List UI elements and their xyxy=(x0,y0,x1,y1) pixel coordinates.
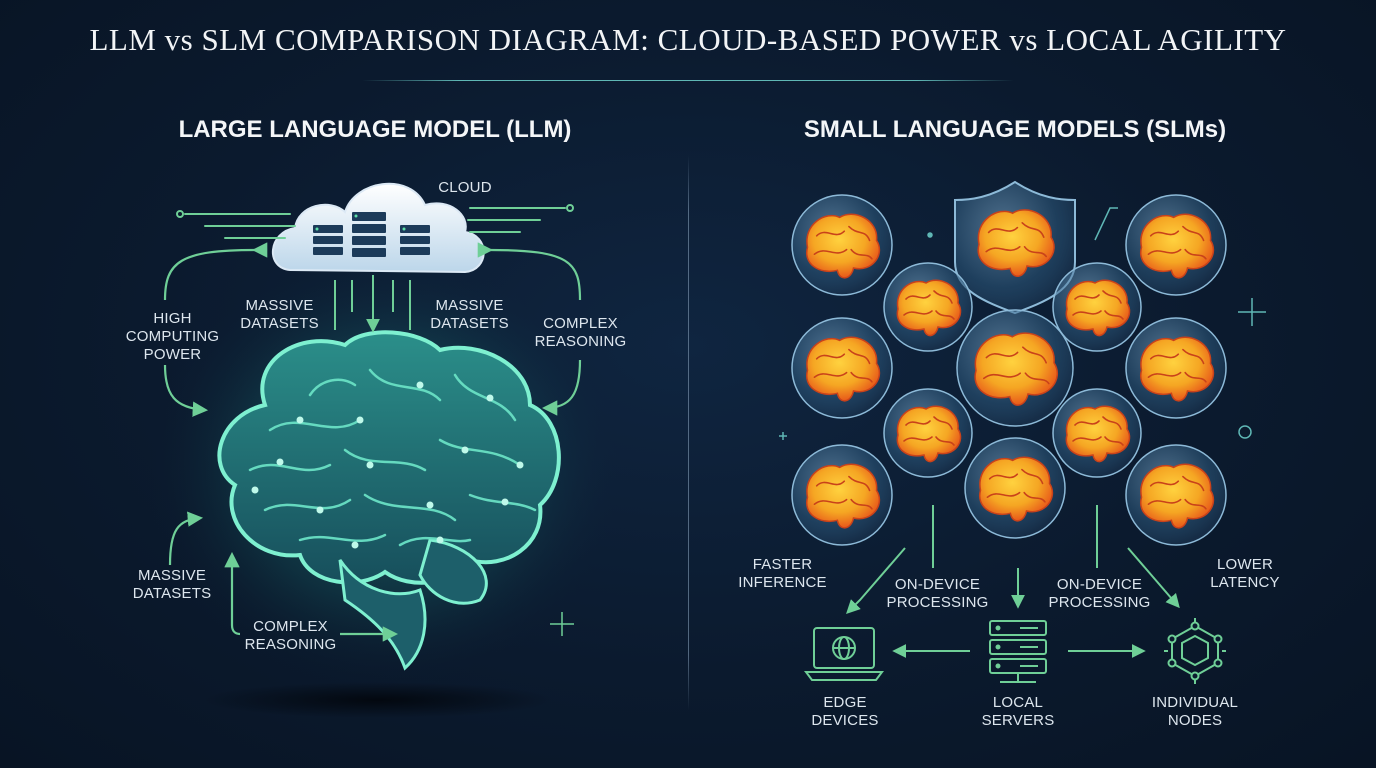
network-nodes-icon xyxy=(1164,618,1226,684)
label-massive-datasets-left: MASSIVE DATASETS xyxy=(240,297,319,332)
mini-brain-icon xyxy=(1065,279,1131,337)
mini-brain-icon xyxy=(805,336,881,402)
slm-brain-grid xyxy=(791,194,1227,546)
label-on-device-processing-2: ON-DEVICE PROCESSING xyxy=(1048,576,1151,611)
mini-brain-icon xyxy=(805,463,881,529)
large-brain-icon xyxy=(217,330,561,671)
mini-brain-icon xyxy=(896,405,962,463)
label-complex-reasoning-right: COMPLEX REASONING xyxy=(534,315,627,350)
mini-brain-icon xyxy=(1139,463,1215,529)
slm-diagram xyxy=(779,180,1266,684)
label-faster-inference: FASTER INFERENCE xyxy=(738,556,827,591)
mini-brain-icon xyxy=(896,279,962,337)
page-title: LLM vs SLM COMPARISON DIAGRAM: CLOUD-BAS… xyxy=(89,22,1287,57)
mini-brain-icon xyxy=(974,332,1059,406)
llm-heading: LARGE LANGUAGE MODEL (LLM) xyxy=(178,116,572,143)
label-edge-devices: EDGE DEVICES xyxy=(811,694,879,729)
label-complex-reasoning-bottom: COMPLEX REASONING xyxy=(244,618,337,653)
llm-diagram xyxy=(145,182,625,718)
label-local-servers: LOCAL SERVERS xyxy=(981,694,1055,729)
mini-brain-icon xyxy=(1139,336,1215,402)
mini-brain-icon xyxy=(977,209,1055,277)
label-on-device-processing-1: ON-DEVICE PROCESSING xyxy=(886,576,989,611)
mini-brain-icon xyxy=(805,213,881,279)
section-divider xyxy=(688,155,689,710)
label-individual-nodes: INDIVIDUAL NODES xyxy=(1151,694,1239,729)
brain-shadow xyxy=(203,682,553,718)
label-high-computing-power: HIGH COMPUTING POWER xyxy=(125,310,220,363)
server-rack-icon xyxy=(989,620,1047,683)
label-massive-datasets-right: MASSIVE DATASETS xyxy=(430,297,509,332)
slm-heading: SMALL LANGUAGE MODELS (SLMs) xyxy=(803,116,1227,143)
mini-brain-icon xyxy=(1065,405,1131,463)
cloud-icon xyxy=(272,182,485,274)
label-lower-latency: LOWER LATENCY xyxy=(1210,556,1280,591)
title-underline xyxy=(362,80,1014,81)
label-massive-datasets-bottom: MASSIVE DATASETS xyxy=(132,567,212,602)
mini-brain-icon xyxy=(978,456,1054,522)
cloud-label: CLOUD xyxy=(438,179,492,196)
mini-brain-icon xyxy=(1139,213,1215,279)
laptop-globe-icon xyxy=(804,627,884,681)
